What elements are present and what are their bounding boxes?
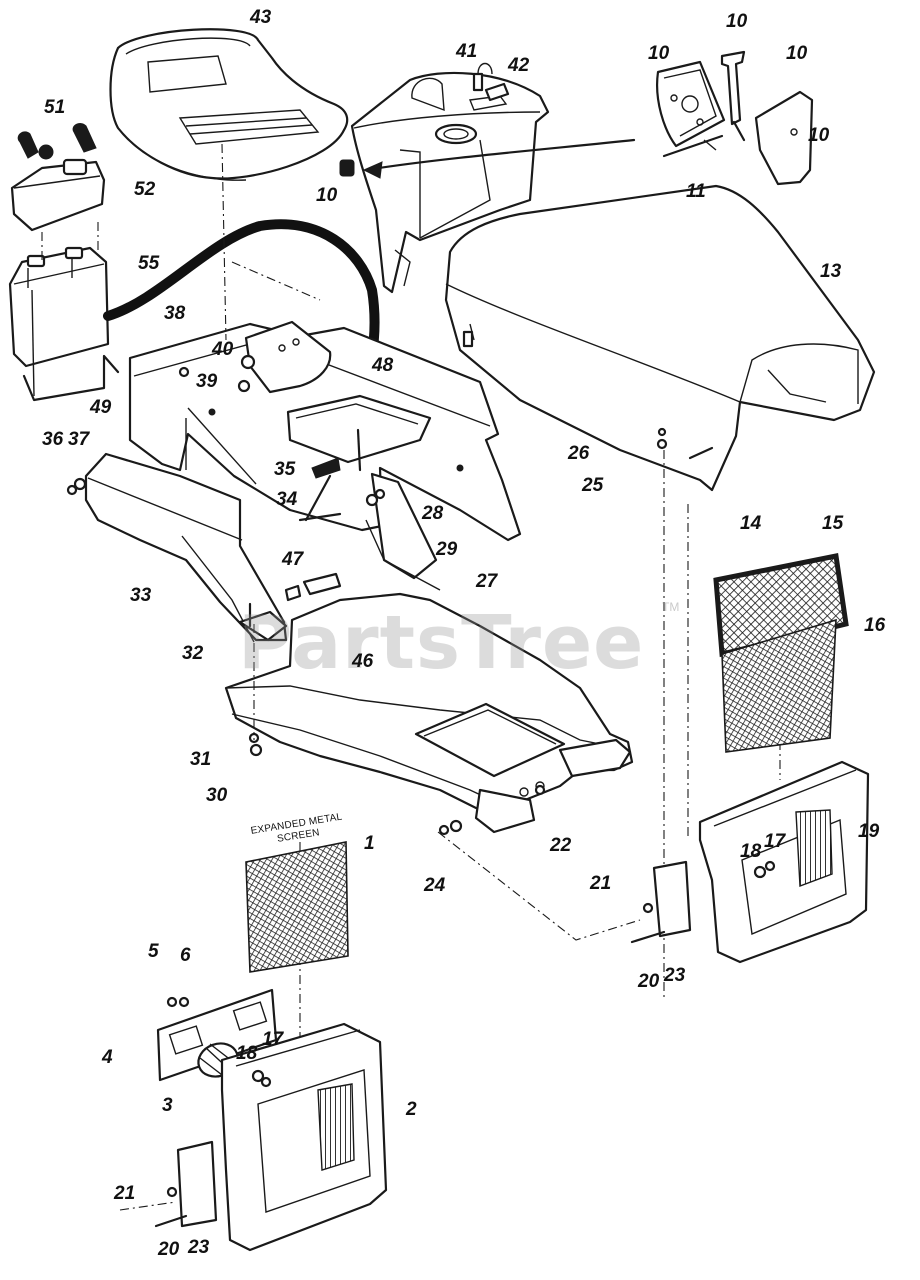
callout-34: 34 (276, 489, 298, 510)
callout-28: 28 (422, 503, 444, 524)
callout-27: 27 (476, 571, 498, 592)
callout-24: 24 (424, 875, 446, 896)
trademark-mark: TM (662, 600, 680, 614)
hood (444, 184, 876, 492)
callout-41: 41 (456, 41, 478, 62)
callout-36: 36 (42, 429, 64, 450)
callout-10-top: 10 (726, 11, 748, 32)
callout-42: 42 (508, 55, 530, 76)
callout-33: 33 (130, 585, 152, 606)
callout-17-right: 17 (764, 831, 786, 852)
callout-43: 43 (250, 7, 272, 28)
callout-38: 38 (164, 303, 186, 324)
callout-3: 3 (162, 1095, 173, 1116)
callout-49: 49 (90, 397, 112, 418)
callout-26: 26 (568, 443, 590, 464)
expanded-metal-screen (245, 841, 349, 973)
hardware (66, 354, 714, 836)
callout-14: 14 (740, 513, 762, 534)
callout-52: 52 (134, 179, 156, 200)
callout-20-right: 20 (638, 971, 660, 992)
control-cable-arrow (339, 138, 636, 179)
callout-40: 40 (212, 339, 234, 360)
callout-10-screw: 10 (808, 125, 830, 146)
callout-23-right: 23 (664, 965, 686, 986)
callout-39: 39 (196, 371, 218, 392)
watermark-logo: PartsTree (238, 600, 645, 686)
chassis-frame (224, 592, 634, 834)
callout-35: 35 (274, 459, 296, 480)
callout-23-left: 23 (188, 1237, 210, 1258)
callout-11: 11 (686, 181, 706, 202)
frame-console (128, 320, 522, 604)
callout-30: 30 (206, 785, 228, 806)
callout-29: 29 (436, 539, 458, 560)
callout-1: 1 (364, 833, 375, 854)
callout-15: 15 (822, 513, 844, 534)
callout-10-plate: 10 (648, 43, 670, 64)
callout-21-left: 21 (114, 1183, 136, 1204)
callout-18-left: 18 (236, 1043, 258, 1064)
callout-19: 19 (858, 821, 880, 842)
callout-17-left: 17 (262, 1029, 284, 1050)
callout-21-right: 21 (590, 873, 612, 894)
grille-upper-right (713, 553, 849, 753)
seat (109, 28, 349, 181)
front-grille-frame-right (630, 760, 870, 964)
callout-16: 16 (864, 615, 886, 636)
callout-10-spring: 10 (316, 185, 338, 206)
callout-5: 5 (148, 941, 159, 962)
callout-22: 22 (550, 835, 572, 856)
callout-2: 2 (406, 1099, 417, 1120)
callout-46: 46 (352, 651, 374, 672)
callout-20-left: 20 (158, 1239, 180, 1260)
callout-48: 48 (372, 355, 394, 376)
callout-10-cover: 10 (786, 43, 808, 64)
grille-plate (156, 988, 278, 1082)
battery (8, 246, 120, 402)
control-bracket-assembly (656, 50, 814, 186)
callout-55: 55 (138, 253, 160, 274)
front-grille-frame-left (154, 996, 388, 1252)
callout-32: 32 (182, 643, 204, 664)
callout-37: 37 (68, 429, 90, 450)
callout-6: 6 (180, 945, 191, 966)
callout-47: 47 (282, 549, 304, 570)
fender-pan (350, 62, 550, 294)
callout-4: 4 (102, 1047, 113, 1068)
callout-31: 31 (190, 749, 212, 770)
callout-25: 25 (582, 475, 604, 496)
battery-hold-down (10, 123, 106, 232)
callout-18-right: 18 (740, 841, 762, 862)
callout-13: 13 (820, 261, 842, 282)
callout-51: 51 (44, 97, 66, 118)
left-frame-rail (84, 452, 288, 643)
